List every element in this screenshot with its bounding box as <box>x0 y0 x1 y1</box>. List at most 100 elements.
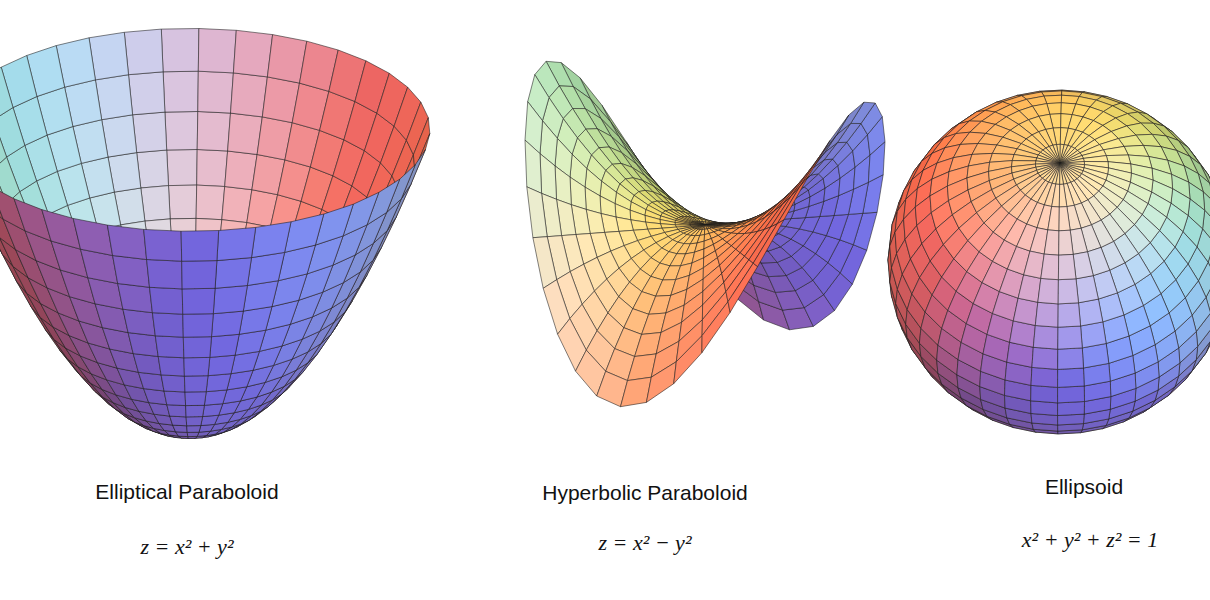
mesh-face <box>173 425 188 432</box>
mesh-face <box>825 123 851 152</box>
mesh-face <box>165 112 198 151</box>
mesh-face <box>228 113 263 154</box>
mesh-face <box>186 417 203 426</box>
mesh-face <box>118 284 153 313</box>
mesh-face <box>791 156 820 196</box>
mesh-face <box>107 225 146 259</box>
mesh-face <box>1058 414 1085 425</box>
mesh-face <box>782 171 809 205</box>
mesh-face <box>753 220 784 267</box>
mesh-face <box>777 177 808 224</box>
mesh-face <box>1058 348 1084 370</box>
mesh-face <box>204 390 227 405</box>
mesh-face <box>1038 278 1059 304</box>
mesh-face <box>771 187 800 227</box>
hyperbolic-paraboloid <box>525 61 885 406</box>
mesh-face <box>158 357 184 377</box>
mesh-face <box>1073 252 1093 279</box>
mesh-face <box>1031 401 1058 416</box>
mesh-face <box>1058 254 1076 279</box>
mesh-face <box>89 32 129 80</box>
mesh-face <box>161 29 199 72</box>
mesh-face <box>1081 322 1107 348</box>
mesh-face <box>837 102 864 134</box>
mesh-face <box>212 311 244 337</box>
mesh-face <box>181 231 219 262</box>
mesh-face <box>210 334 239 357</box>
mesh-face <box>196 185 225 220</box>
mesh-face <box>198 29 236 73</box>
mesh-face <box>527 187 547 238</box>
mesh-face <box>138 372 164 391</box>
mesh-face <box>1013 298 1038 325</box>
mesh-face <box>141 186 170 222</box>
mesh-face <box>1060 163 1071 183</box>
mesh-face <box>1035 302 1058 327</box>
mesh-face <box>705 225 707 229</box>
mesh-face <box>728 263 758 312</box>
mesh-face <box>413 118 429 170</box>
mesh-face <box>1058 386 1085 403</box>
mesh-face <box>570 177 586 209</box>
mesh-face <box>233 30 272 77</box>
mesh-face <box>124 29 163 75</box>
mesh-face <box>183 337 211 358</box>
mesh-face <box>1079 299 1103 326</box>
mesh-face <box>182 288 215 314</box>
mesh-face <box>690 223 705 225</box>
mesh-face <box>533 237 557 289</box>
mesh-face <box>694 225 705 229</box>
mesh-face <box>1052 163 1060 184</box>
mesh-face <box>206 374 231 392</box>
mesh-face <box>161 375 185 392</box>
mesh-face <box>1104 146 1129 155</box>
mesh-face <box>197 112 230 152</box>
mesh-face <box>674 336 702 384</box>
mesh-face <box>147 260 183 289</box>
surface-name: Ellipsoid <box>1045 475 1123 499</box>
mesh-face <box>183 314 214 338</box>
mesh-face <box>540 154 557 200</box>
mesh-face <box>702 302 730 353</box>
mesh-face <box>167 405 186 417</box>
mesh-face <box>231 73 268 117</box>
mesh-face <box>646 362 676 403</box>
mesh-face <box>155 336 184 358</box>
mesh-face <box>700 225 705 229</box>
mesh-face <box>137 150 169 188</box>
mesh-face <box>0 67 13 120</box>
surface-equation: z = x² − y² <box>599 530 692 556</box>
mesh-face <box>252 222 292 258</box>
mesh-face <box>133 112 167 153</box>
mesh-face <box>182 261 217 289</box>
mesh-face <box>800 141 830 188</box>
mesh-face <box>1058 326 1083 349</box>
mesh-face <box>1059 207 1070 231</box>
mesh-face <box>152 313 183 338</box>
mesh-face <box>150 287 183 314</box>
mesh-face <box>42 210 81 250</box>
mesh-face <box>133 354 161 375</box>
mesh-face <box>169 185 197 219</box>
mesh-face <box>208 355 235 376</box>
mesh-face <box>1058 279 1078 304</box>
mesh-face <box>184 376 208 392</box>
mesh-face <box>1052 184 1060 207</box>
mesh-face <box>1032 347 1058 369</box>
mesh-face <box>197 150 228 187</box>
mesh-face <box>203 404 223 417</box>
mesh-face <box>113 256 150 288</box>
mesh-face <box>1033 326 1058 350</box>
mesh-face <box>1036 158 1060 163</box>
mesh-face <box>1031 385 1058 403</box>
mesh-face <box>705 224 720 225</box>
mesh-face <box>1031 367 1058 387</box>
mesh-face <box>217 227 256 260</box>
mesh-face <box>225 151 257 190</box>
mesh-face <box>1041 254 1059 280</box>
mesh-face <box>0 120 7 170</box>
mesh-face <box>1044 230 1059 255</box>
mesh-face <box>1060 163 1064 184</box>
mesh-face <box>525 140 542 193</box>
mesh-face <box>213 286 247 314</box>
